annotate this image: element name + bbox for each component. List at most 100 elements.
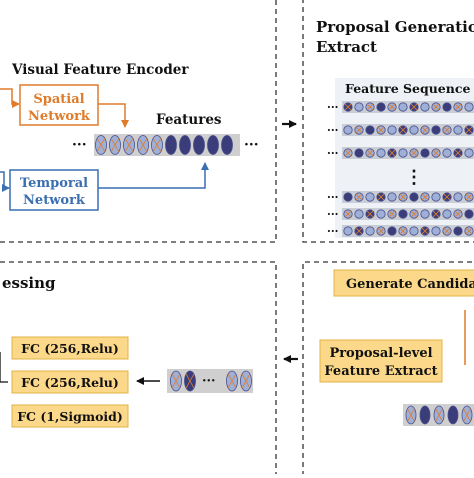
sequence-ellipse-cross	[443, 193, 451, 201]
sequence-row-strip	[342, 208, 474, 220]
sequence-ellipse	[354, 148, 364, 158]
sequence-ellipse-cross	[432, 103, 440, 111]
sequence-ellipse-cross	[443, 227, 451, 235]
fc-layer-1-label: FC (256,Relu)	[21, 341, 119, 356]
sequence-ellipse-cross	[377, 193, 385, 201]
encoder-title: Visual Feature Encoder	[11, 62, 189, 78]
sequence-ellipse	[398, 102, 408, 112]
feature-ellipse	[179, 135, 191, 155]
bottom-strip-ellipse-cross	[435, 408, 443, 422]
fc-input-arrow	[0, 352, 8, 383]
sequence-ellipse	[376, 209, 386, 219]
sequence-ellipse-cross	[421, 227, 429, 235]
sequence-ellipse	[365, 226, 375, 236]
sequence-vertical-ellipsis: ⋮	[405, 167, 423, 188]
features-ellipsis: ···	[72, 137, 87, 153]
sequence-ellipse	[431, 192, 441, 202]
feature-ellipse	[221, 135, 233, 155]
postprocess-title: essing	[2, 274, 56, 292]
sequence-ellipse-cross	[344, 149, 352, 157]
sequence-ellipse-cross	[344, 103, 352, 111]
temporal-network-label-line2: Network	[23, 193, 86, 208]
feature-sequence-rows: ··················	[327, 101, 474, 238]
features-label: Features	[156, 112, 222, 128]
fc-layer-1-box	[11, 336, 129, 360]
feature-ellipse-cross	[138, 138, 148, 152]
sequence-ellipse	[431, 125, 441, 135]
sequence-ellipse	[464, 209, 474, 219]
visual-feature-encoder: Visual Feature Encoder Spatial Network F…	[0, 62, 259, 211]
sequence-ellipse	[398, 209, 408, 219]
sequence-ellipse-cross	[388, 210, 396, 218]
sequence-ellipse	[376, 102, 386, 112]
sequence-ellipse-cross	[454, 210, 462, 218]
sequence-ellipse	[409, 192, 419, 202]
sequence-ellipse	[387, 125, 397, 135]
sequence-ellipse	[409, 125, 419, 135]
feature-sequence-label: Feature Sequence	[345, 81, 470, 96]
fc-layer-2-label: FC (256,Relu)	[21, 375, 119, 390]
bottom-strip-ellipse-cross	[407, 408, 415, 422]
sequence-ellipse	[376, 148, 386, 158]
sequence-ellipse-cross	[432, 149, 440, 157]
sequence-ellipse	[420, 209, 430, 219]
fc-layer-3-label: FC (1,Sigmoid)	[17, 409, 123, 424]
sequence-ellipse-cross	[366, 149, 374, 157]
sequence-ellipse-cross	[421, 126, 429, 134]
sequence-ellipse-cross	[454, 149, 462, 157]
sequence-ellipse	[453, 226, 463, 236]
sequence-ellipse	[387, 192, 397, 202]
sequence-ellipse-cross	[410, 103, 418, 111]
sequence-ellipse	[420, 148, 430, 158]
bottom-strip-ellipse-cross	[463, 408, 471, 422]
post-processing-panel: essing FC (256,Relu) FC (256,Relu) FC (1…	[0, 274, 253, 428]
spatial-output-arrow	[98, 103, 129, 128]
feature-ellipse-cross	[110, 138, 120, 152]
spatial-input-arrow	[0, 88, 20, 108]
sequence-ellipse-cross	[377, 227, 385, 235]
sequence-ellipse	[343, 226, 353, 236]
features-ellipsis-right: ···	[244, 137, 259, 153]
sequence-ellipse	[453, 125, 463, 135]
sequence-ellipse-cross	[421, 193, 429, 201]
encoder-panel-frame	[0, 0, 277, 243]
temporal-network-label-line1: Temporal	[20, 176, 88, 191]
sequence-ellipse	[387, 226, 397, 236]
sequence-row-ellipsis: ···	[327, 208, 339, 221]
sequence-ellipse-cross	[388, 149, 396, 157]
sequence-ellipse-cross	[355, 227, 363, 235]
features-ellipse-group	[95, 135, 233, 155]
proposal-title-line2: Extract	[316, 38, 377, 56]
sequence-row-ellipsis: ···	[327, 147, 339, 160]
sequence-ellipse-cross	[355, 193, 363, 201]
sequence-row-ellipsis: ···	[327, 225, 339, 238]
sequence-ellipse-cross	[377, 126, 385, 134]
sequence-row-ellipsis: ···	[327, 101, 339, 114]
proposal-feature-extract-line1: Proposal-level	[329, 346, 432, 361]
proposal-feature-extract-box	[319, 339, 443, 383]
sequence-ellipse	[442, 102, 452, 112]
sequence-ellipse-cross	[465, 227, 473, 235]
sequence-ellipse	[354, 209, 364, 219]
sequence-row-strip	[342, 101, 474, 113]
sequence-ellipse	[442, 148, 452, 158]
sequence-ellipse-cross	[399, 193, 407, 201]
sequence-ellipse-cross	[454, 103, 462, 111]
proposal-generation-panel: Proposal Generation Extract Feature Sequ…	[316, 18, 474, 426]
sequence-ellipse	[409, 226, 419, 236]
postprocess-strip-ellipse-cross	[171, 373, 181, 389]
proposal-title-line1: Proposal Generation	[316, 18, 474, 36]
sequence-ellipse	[442, 209, 452, 219]
sequence-row-strip	[342, 147, 474, 159]
sequence-row-strip	[342, 225, 474, 237]
sequence-ellipse-cross	[410, 149, 418, 157]
sequence-ellipse	[464, 102, 474, 112]
sequence-row-strip	[342, 124, 474, 136]
postprocess-strip-ellipse-cross	[185, 373, 195, 389]
sequence-ellipse-cross	[410, 210, 418, 218]
proposal-feature-extract-line2: Feature Extract	[324, 364, 437, 379]
bottom-strip-ellipse	[419, 405, 431, 425]
